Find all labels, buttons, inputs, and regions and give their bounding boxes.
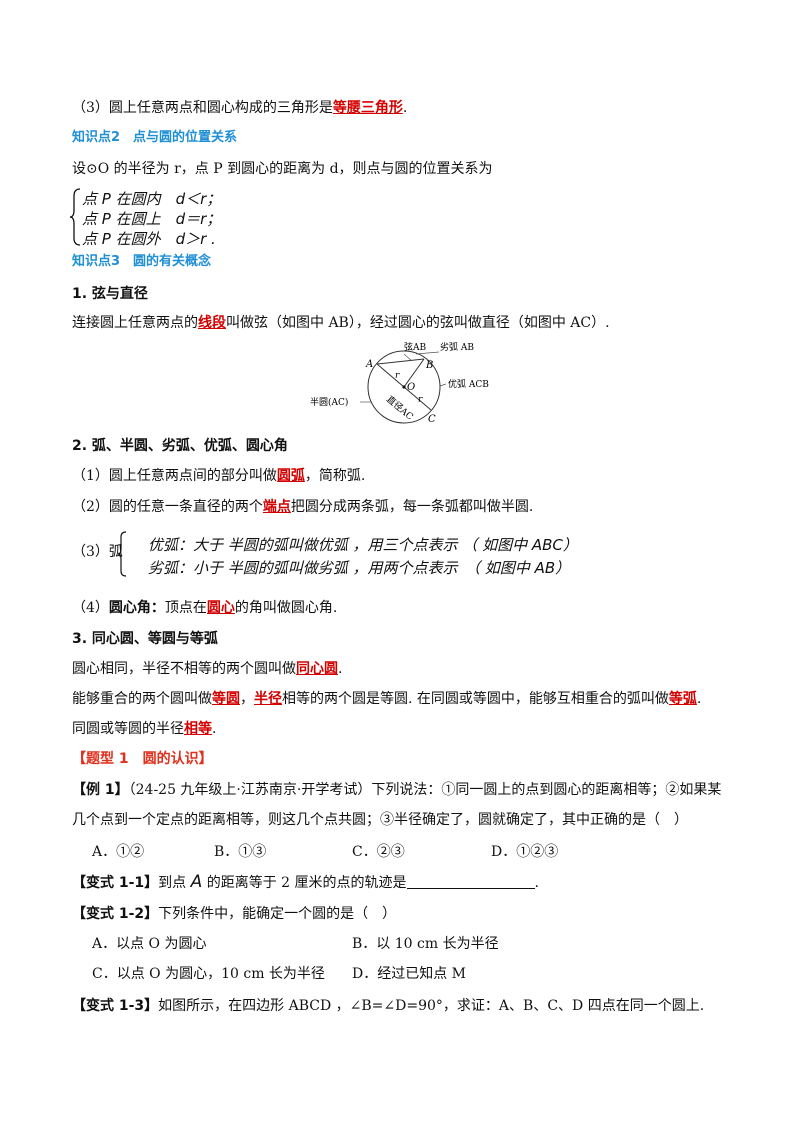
label-b: B xyxy=(425,360,433,371)
highlight: 相等 xyxy=(184,721,212,737)
line-definition: 设⊙O 的半径为 r，点 P 到圆心的距离为 d，则点与圆的位置关系为 xyxy=(72,161,493,177)
highlight: 同心圆 xyxy=(296,661,338,677)
option-a: A．①② xyxy=(92,844,145,860)
label-r2: r xyxy=(418,395,423,405)
highlight: 圆弧 xyxy=(276,468,305,484)
label-chord: 弦AB xyxy=(404,341,426,353)
subheading-concentric: 3. 同心圆、等圆与等弧 xyxy=(72,631,218,647)
option-b: B．以 10 cm 长为半径 xyxy=(352,936,499,952)
line-equal-circles: 能够重合的两个圆叫做等圆，半径相等的两个圆是等圆. 在同圆或等圆中，能够互相重合… xyxy=(72,691,702,707)
option-a: A．以点 O 为圆心 xyxy=(92,936,207,952)
variant-1-3: 【变式 1-3】如图所示，在四边形 ABCD ，∠B=∠D=90°，求证：A、B… xyxy=(72,998,705,1014)
variant-1-1: 【变式 1-1】到点 A 的距离等于 2 厘米的点的轨迹是. xyxy=(72,872,539,892)
subheading-arcs: 2. 弧、半圆、劣弧、优弧、圆心角 xyxy=(72,438,288,454)
major-arc-def: 优弧：大于 半圆的弧叫做优弧 ，用三个点表示 （ 如图中 ABC） xyxy=(148,536,578,554)
line-central-angle: （4）圆心角：顶点在圆心的角叫做圆心角. xyxy=(72,600,338,616)
left-brace xyxy=(70,188,81,246)
line-semicircle-def: （2）圆的任意一条直径的两个端点把圆分成两条弧，每一条弧都叫做半圆. xyxy=(72,499,534,515)
option-c: C．②③ xyxy=(352,844,405,860)
highlight: 等圆 xyxy=(212,691,240,707)
variant-1-2: 【变式 1-2】下列条件中，能确定一个圆的是（ ） xyxy=(72,906,397,922)
label-o: O xyxy=(407,382,415,393)
radius-ob xyxy=(403,358,425,388)
left-brace-arcs xyxy=(118,531,127,577)
pointer-major xyxy=(439,383,447,387)
highlight: 等腰三角形 xyxy=(332,100,403,116)
label-minor-arc: 劣弧 AB xyxy=(440,341,474,353)
center-dot xyxy=(402,385,406,389)
line-chord: 连接圆上任意两点的线段叫做弦（如图中 AB），经过圆心的弦叫做直径（如图中 AC… xyxy=(72,315,610,331)
option-d: D．经过已知点 M xyxy=(352,966,467,982)
label-diameter: 直径AC xyxy=(384,393,416,422)
circle-diagram: A B C O r r 弦AB 劣弧 AB 优弧 ACB 半圆(AC) 直径AC xyxy=(310,341,489,425)
option-c: C．以点 O 为圆心，10 cm 长为半径 xyxy=(92,966,325,982)
case-outside: 点 P 在圆外 d＞r . xyxy=(82,230,216,248)
line-equal-radius: 同圆或等圆的半径相等. xyxy=(72,721,217,737)
label-semicircle: 半圆(AC) xyxy=(310,396,348,408)
answer-blank xyxy=(406,874,535,889)
case-inside: 点 P 在圆内 d＜r； xyxy=(82,190,222,208)
section-heading-kp2: 知识点2 点与圆的位置关系 xyxy=(72,130,238,145)
option-b: B．①③ xyxy=(214,844,267,860)
highlight: 圆心 xyxy=(206,600,235,616)
chord-ab xyxy=(376,358,425,365)
option-d: D．①②③ xyxy=(491,844,559,860)
minor-arc-def: 劣弧：小于 半圆的弧叫做劣弧 ，用两个点表示 （ 如图中 AB） xyxy=(148,559,571,577)
highlight: 端点 xyxy=(262,499,291,515)
pointer-minor xyxy=(415,351,440,355)
label-c: C xyxy=(428,414,436,425)
case-on: 点 P 在圆上 d＝r； xyxy=(82,210,222,228)
highlight: 线段 xyxy=(198,315,226,331)
label-major-arc: 优弧 ACB xyxy=(448,378,489,390)
label-a: A xyxy=(365,359,373,370)
highlight: 半径 xyxy=(254,691,282,707)
pointer-chord xyxy=(403,353,413,362)
example-1-line2: 几个点到一个定点的距离相等，则这几个点共圆；③半径确定了，圆就确定了，其中正确的… xyxy=(72,812,688,828)
arc-types-label: （3）弧 xyxy=(72,544,123,560)
question-type-heading: 【题型 1 圆的认识】 xyxy=(72,751,213,767)
line-concentric: 圆心相同，半径不相等的两个圆叫做同心圆. xyxy=(72,661,343,677)
label-r1: r xyxy=(395,371,400,381)
line-arc-def: （1）圆上任意两点间的部分叫做圆弧，简称弧. xyxy=(72,468,366,484)
line-triangle: （3）圆上任意两点和圆心构成的三角形是等腰三角形. xyxy=(72,100,408,116)
highlight: 等弧 xyxy=(668,691,697,707)
subheading-chord: 1. 弦与直径 xyxy=(72,286,148,302)
section-heading-kp3: 知识点3 圆的有关概念 xyxy=(72,254,212,269)
example-1-line1: 【例 1】（24-25 九年级上·江苏南京·开学考试）下列说法：①同一圆上的点到… xyxy=(72,782,722,798)
